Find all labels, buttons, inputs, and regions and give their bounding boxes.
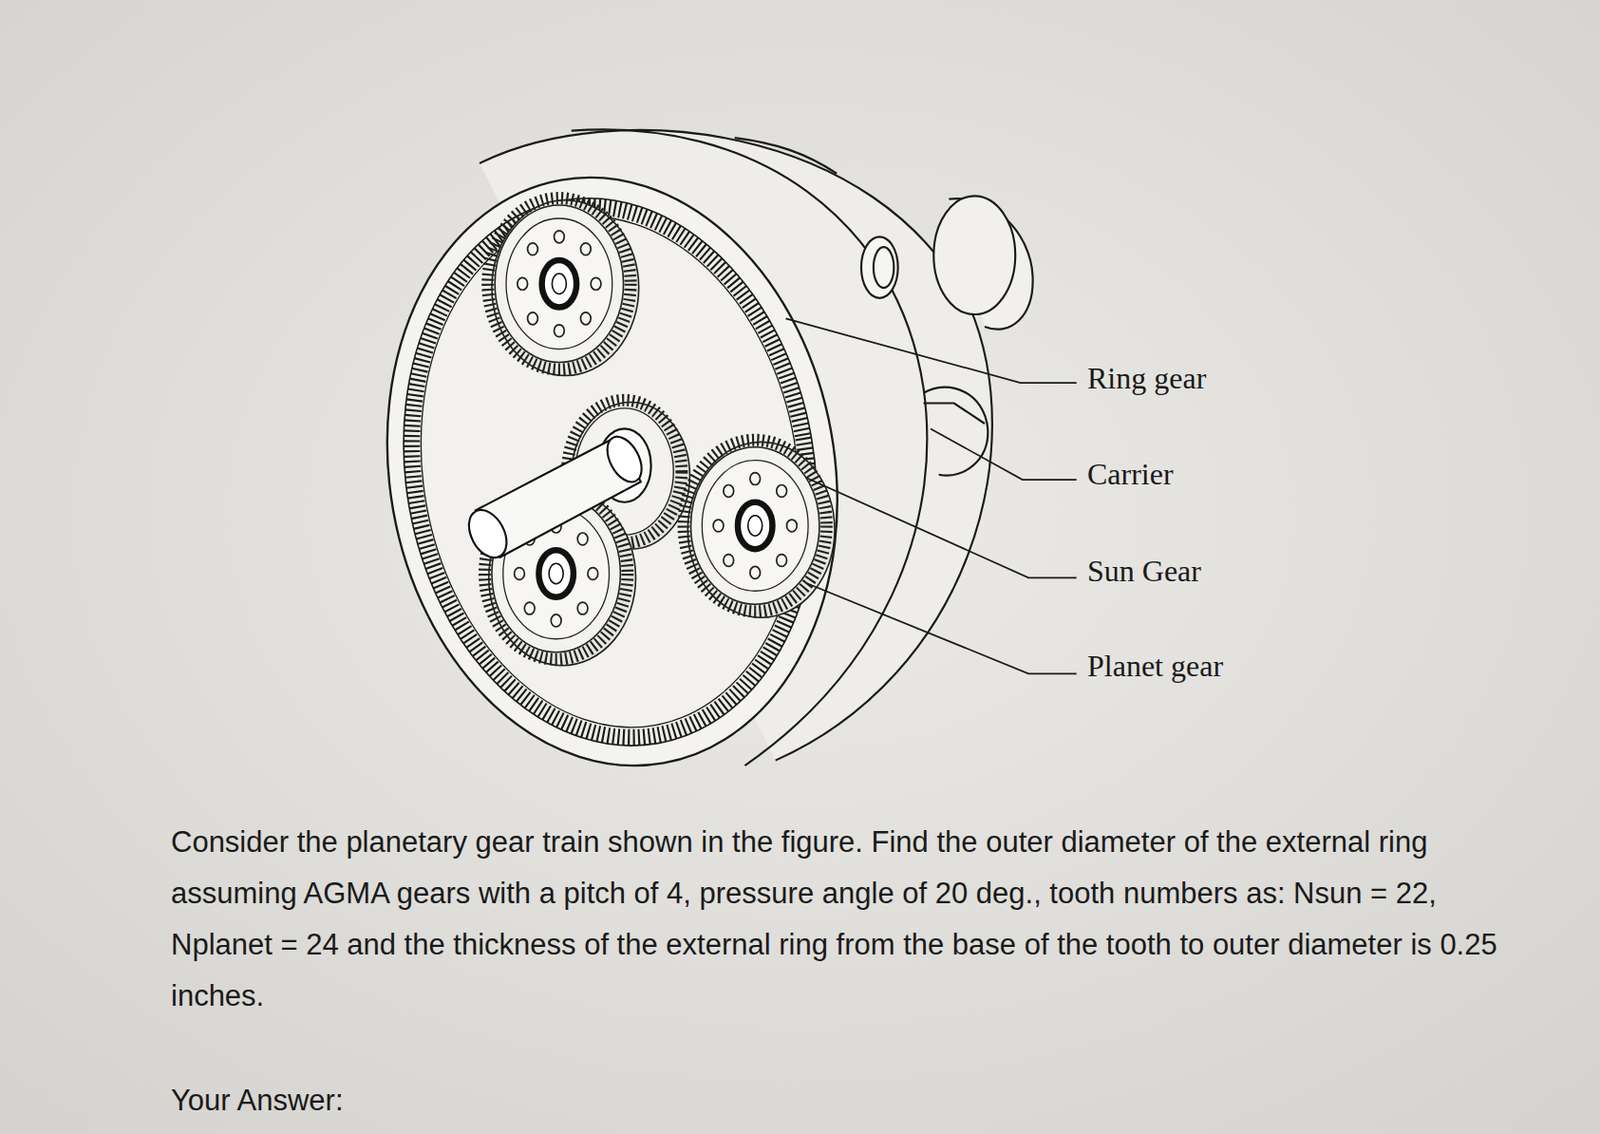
part-label: Ring gear [1087,360,1206,396]
answer-prompt: Your Answer: [170,1081,344,1120]
part-label: Carrier [1087,456,1174,491]
part-label: Planet gear [1087,648,1224,683]
question-text: Consider the planetary gear train shown … [170,816,1501,1022]
part-label: Sun Gear [1087,553,1202,588]
